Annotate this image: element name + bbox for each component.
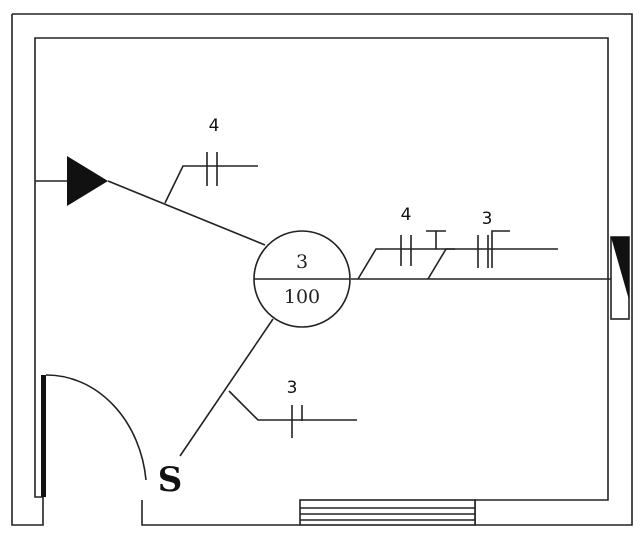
switch-symbol: S — [158, 460, 183, 500]
run-count-lower: 3 — [287, 378, 298, 398]
junction-box: 3 100 — [253, 230, 351, 328]
room-walls — [11, 13, 633, 526]
junction-box-bottom-label: 100 — [284, 286, 320, 308]
run-count-right-first: 4 — [401, 205, 412, 225]
run-count-left-upper: 4 — [209, 116, 220, 136]
door — [41, 374, 147, 497]
run-count-right-second: 3 — [482, 209, 493, 229]
circuit-runs — [107, 152, 611, 457]
wall-fixture-triangle — [35, 156, 108, 206]
window — [299, 499, 476, 526]
junction-box-top-label: 3 — [296, 251, 308, 273]
wall-outlet-symbol — [610, 236, 630, 320]
